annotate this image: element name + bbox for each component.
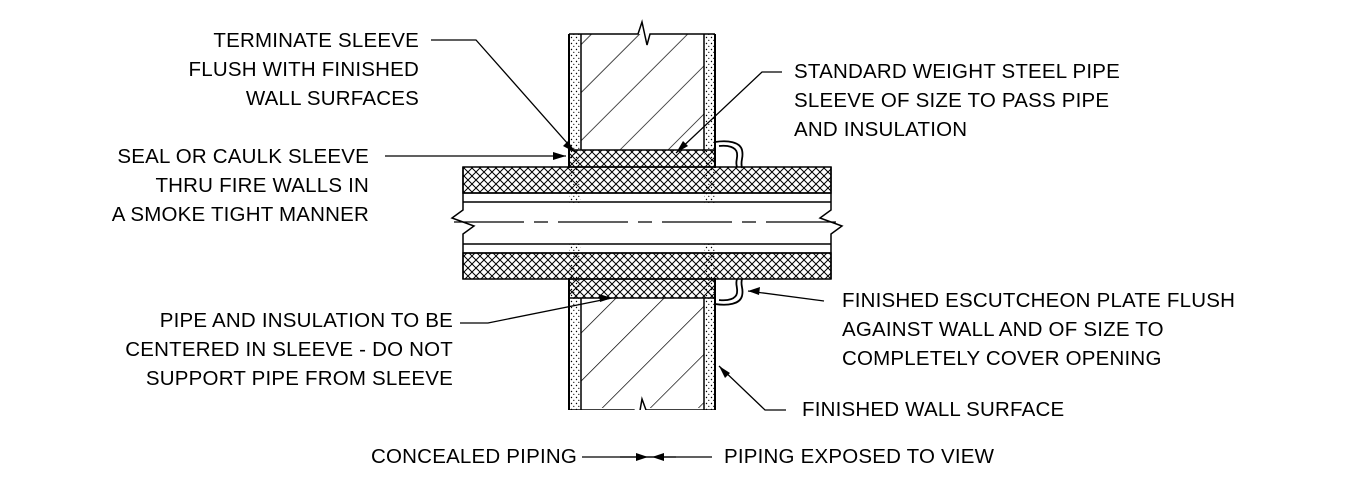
note-line: SLEEVE OF SIZE TO PASS PIPE <box>794 89 1110 112</box>
note-line: THRU FIRE WALLS IN <box>155 174 369 197</box>
leader-arrowheads <box>553 141 760 461</box>
note-line: TERMINATE SLEEVE <box>213 29 419 52</box>
lower-wall-section <box>568 278 716 486</box>
note-line: SEAL OR CAULK SLEEVE <box>117 145 369 168</box>
terminate-sleeve-note: TERMINATE SLEEVE FLUSH WITH FINISHED WAL… <box>189 26 419 113</box>
note-line: COMPLETELY COVER OPENING <box>842 347 1162 370</box>
note-line: AGAINST WALL AND OF SIZE TO <box>842 318 1164 341</box>
note-line: FLUSH WITH FINISHED <box>188 58 419 81</box>
note-line: CONCEALED PIPING <box>371 445 577 468</box>
note-line: CENTERED IN SLEEVE - DO NOT <box>125 338 453 361</box>
note-line: WALL SURFACES <box>245 87 419 110</box>
piping-exposed-label: PIPING EXPOSED TO VIEW <box>724 442 994 471</box>
steel-pipe-sleeve-note: STANDARD WEIGHT STEEL PIPE SLEEVE OF SIZ… <box>794 57 1120 144</box>
pipe-insulation-centered-note: PIPE AND INSULATION TO BE CENTERED IN SL… <box>125 306 453 393</box>
note-line: PIPE AND INSULATION TO BE <box>159 309 453 332</box>
note-line: PIPING EXPOSED TO VIEW <box>724 445 995 468</box>
note-line: SUPPORT PIPE FROM SLEEVE <box>145 367 453 390</box>
note-line: AND INSULATION <box>794 118 968 141</box>
steel-pipe-sleeve <box>568 149 716 299</box>
note-line: A SMOKE TIGHT MANNER <box>111 203 369 226</box>
escutcheon-plate <box>714 140 744 306</box>
concealed-piping-label: CONCEALED PIPING <box>371 442 577 471</box>
note-line: STANDARD WEIGHT STEEL PIPE <box>794 60 1121 83</box>
seal-or-caulk-note: SEAL OR CAULK SLEEVE THRU FIRE WALLS IN … <box>112 142 369 229</box>
leader-lines <box>385 39 825 458</box>
note-line: FINISHED WALL SURFACE <box>802 398 1065 421</box>
pipe-and-insulation <box>450 166 844 280</box>
note-line: FINISHED ESCUTCHEON PLATE FLUSH <box>842 289 1236 312</box>
escutcheon-plate-note: FINISHED ESCUTCHEON PLATE FLUSH AGAINST … <box>842 286 1235 373</box>
finished-wall-surface-note: FINISHED WALL SURFACE <box>802 395 1064 424</box>
